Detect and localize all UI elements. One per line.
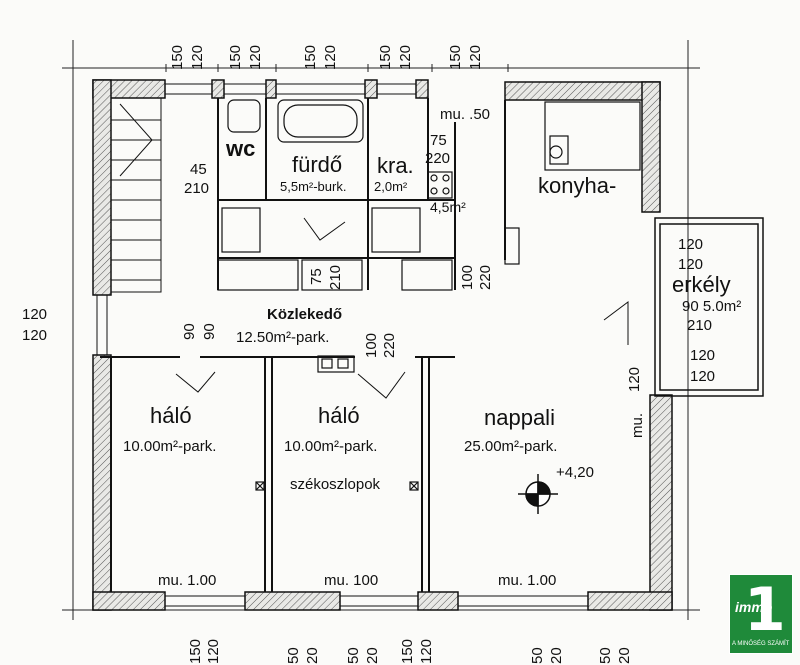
room-kozlekedo: Közlekedő [267,306,343,323]
dim-bot-6a: 50 [597,647,614,664]
balcony [654,217,764,397]
room-halo-2: háló [318,403,360,428]
dim-top-4b: 120 [397,44,414,70]
dim-v210: 210 [327,264,344,290]
dimension-lines [62,40,700,620]
dim-top-1a: 150 [169,44,186,70]
logo-brand: immo [735,599,773,615]
mu-bottom-3: mu. 1.00 [496,572,559,589]
logo-tagline: A MINŐSÉG SZÁMÍT [732,641,790,647]
dim-left-120a: 120 [22,306,48,323]
room-konyha: konyha- [538,173,617,198]
dim-bot-6b: 20 [616,647,633,664]
dim-v90b: 90 [201,323,218,340]
dim-v120: 120 [626,366,643,392]
dim-bot-5b: 20 [548,647,565,664]
dim-bot-2a: 50 [285,647,302,664]
dim-top-5b: 120 [467,44,484,70]
room-kamra: kra. [377,153,414,178]
dim-left-120b: 120 [22,327,48,344]
level-label: +4,20 [556,464,594,481]
room-halo-2-area: 10.00m²-park. [284,438,378,455]
room-wc: wc [226,136,256,161]
dim-45: 45 [190,161,207,178]
dim-erkely-120c: 120 [690,347,716,364]
dim-bot-3a: 50 [345,647,362,664]
dim-top-3b: 120 [322,44,339,70]
door-swings [175,217,629,399]
dim-v220b: 220 [381,332,398,358]
windows [96,83,588,607]
dim-v90a: 90 [181,323,198,340]
mu-top-label: mu. .50 [438,106,493,123]
dim-bot-5a: 50 [529,647,546,664]
fixtures [217,99,641,491]
dim-v100b: 100 [363,332,380,358]
dim-top-1b: 120 [189,44,206,70]
dim-top-4a: 150 [377,44,394,70]
mu-right-label: mu. [629,412,646,438]
logo-number: 1 [744,575,786,645]
room-kozlekedo-area: 12.50m²-park. [236,329,330,346]
room-furdo: fürdő [292,152,343,177]
room-nappali: nappali [484,405,555,430]
dim-erkely-120a: 120 [678,236,704,253]
dim-top-5a: 150 [447,44,464,70]
dim-bot-3b: 20 [364,647,381,664]
dim-210: 210 [184,180,210,197]
dim-bot-4b: 120 [418,638,435,664]
dim-erkely-210: 210 [687,317,713,334]
dim-bot-1b: 120 [205,638,222,664]
mu-bottom-2: mu. 100 [322,572,381,589]
immo1-logo: 1 immo A MINŐSÉG SZÁMÍT [729,574,793,654]
dim-75: 75 [430,132,447,149]
mu-bottom-1: mu. 1.00 [156,572,219,589]
dim-v75: 75 [308,268,325,285]
outer-walls [92,79,673,611]
room-nappali-area: 25.00m²-park. [464,438,558,455]
dim-erkely-120b: 120 [678,256,704,273]
dim-220: 220 [425,150,451,167]
dim-v100: 100 [459,264,476,290]
dim-top-3a: 150 [302,44,319,70]
dim-top-2b: 120 [247,44,264,70]
room-erkely-area: 90 5.0m² [682,298,742,315]
room-konyha-area: 4,5m² [430,199,466,215]
stairs [110,97,162,293]
dim-bot-4a: 150 [399,638,416,664]
dim-bot-1a: 150 [187,638,204,664]
room-furdo-area: 5,5m²-burk. [280,179,347,194]
pillars-label: székoszlopok [290,476,381,493]
level-marker [518,474,558,514]
room-erkely: erkély [672,272,731,297]
dim-top-2a: 150 [227,44,244,70]
dim-v220: 220 [477,264,494,290]
dim-bot-2b: 20 [304,647,321,664]
room-halo-1: háló [150,403,192,428]
room-kamra-area: 2,0m² [374,179,408,194]
dim-erkely-120d: 120 [690,368,716,385]
room-halo-1-area: 10.00m²-park. [123,438,217,455]
